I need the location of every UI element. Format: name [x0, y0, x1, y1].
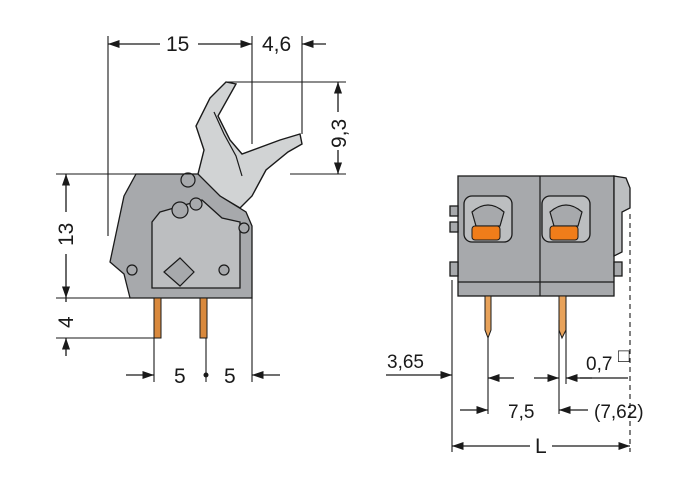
dim-762-label: (7,62): [594, 402, 644, 423]
side-view: 15 4,6 9,3 13 4 5 5: [55, 33, 351, 388]
dim-5-center-dot: [203, 372, 209, 378]
housing-hole-4: [238, 222, 250, 234]
clamp-window: [163, 257, 195, 287]
front-tab-4: [613, 261, 623, 277]
clamp-indicator-2: [549, 225, 579, 241]
dim-365-label: 3,65: [387, 352, 424, 373]
dim-07-symbol: □: [618, 346, 630, 367]
dim-46-label: 4,6: [262, 33, 291, 56]
lever-inner-line: [213, 111, 243, 177]
housing-hole-5: [126, 264, 138, 276]
dim-75-label: 7,5: [508, 402, 534, 423]
front-tab-2: [449, 221, 459, 233]
actuation-lever: [195, 81, 303, 209]
clamp-indicator-1: [471, 225, 501, 241]
dim-4-label: 4: [55, 316, 78, 328]
housing-hole-3: [189, 197, 203, 211]
dim-L-label: L: [535, 435, 547, 458]
release-button-2: [549, 204, 583, 227]
dim-13-label: 13: [55, 223, 78, 246]
front-end-plate: [613, 175, 631, 258]
front-pin-2: [558, 295, 567, 340]
housing-hole-1: [180, 172, 196, 188]
front-tab-1: [449, 205, 459, 217]
side-pin-1: [153, 297, 162, 339]
front-pin-1: [484, 295, 492, 340]
front-view: 3,65 0,7 □ 7,5 (7,62) L: [386, 175, 644, 458]
dim-5-left-label: 5: [174, 365, 186, 388]
side-pin-2: [199, 297, 208, 339]
housing-hole-2: [171, 201, 189, 219]
release-button-1: [471, 204, 505, 227]
dim-5-right-label: 5: [224, 365, 236, 388]
dim-07-label: 0,7: [586, 354, 612, 375]
front-tab-3: [449, 261, 459, 277]
dim-93-label: 9,3: [328, 119, 351, 148]
dim-15-label: 15: [166, 33, 189, 56]
housing-hole-6: [218, 264, 230, 276]
